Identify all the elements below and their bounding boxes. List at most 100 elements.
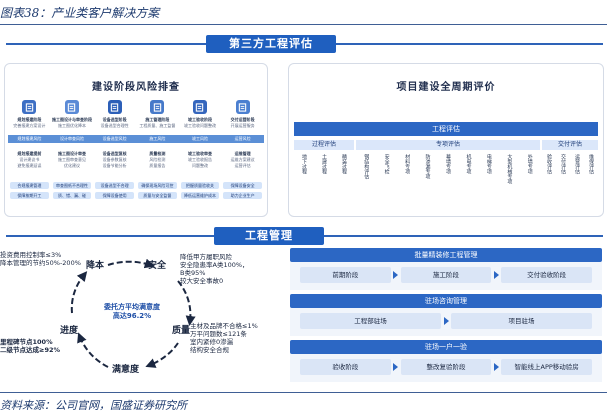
eval-item: 土建过程 — [321, 154, 327, 174]
node-quality: 质量 — [172, 326, 191, 336]
stage-bottom-desc2: 优化建议 — [63, 163, 80, 168]
stage-pill: 保障设备安全 — [223, 182, 262, 189]
stage-icon — [107, 100, 122, 114]
stage-pill: 助力企业生产 — [223, 192, 262, 199]
stage-bottom-title: 竣工验收审查 — [187, 151, 212, 156]
eval-item: 钢结构评估 — [363, 154, 370, 179]
quality-metrics: 主材及品牌不合格≤1% 万平问题数≤121条 室内紧修0渗漏 结构安全合规 — [190, 322, 258, 354]
stage-icon — [150, 100, 165, 114]
eval-item: 精装过程 — [341, 154, 347, 174]
management-stage: 施工阶段 — [400, 267, 492, 283]
safety-line: 较大安全事故0 — [180, 277, 224, 285]
eval-item: 运营评估 — [574, 154, 580, 174]
node-progress: 进度 — [60, 326, 79, 336]
stage-pill: 把握质量验收关 — [180, 182, 220, 189]
stage-band-label: 施工风险 — [149, 136, 166, 141]
stage-title: 设备选型阶段 — [102, 117, 127, 122]
stage-column: 设备选型阶段设备选型合理性设备选型风险设备选型复核设备参数复核设备节能分析设备选… — [93, 100, 136, 212]
safety-line: 降低甲方履职风险 — [180, 253, 232, 261]
stage-risk-band — [8, 135, 264, 143]
eval-item: 防渗漏专项 — [424, 154, 431, 179]
management-group-title: 驻场一户一验 — [290, 340, 602, 354]
chevron-right-icon — [493, 363, 499, 371]
management-stage: 项目驻场 — [451, 313, 592, 329]
stage-title: 施工图设计与审查阶段 — [51, 117, 92, 122]
management-group: 批量精装修工程管理前期阶段施工阶段交付验收阶段 — [290, 248, 602, 290]
eval-item: 大型机械专项 — [506, 154, 513, 184]
management-stage: 工程部驻场 — [300, 313, 441, 329]
management-group-title: 驻场咨询管理 — [290, 294, 602, 308]
risk-check-title: 建设阶段风险排查 — [92, 82, 180, 93]
source-note: 资料来源：公司官网，国盛证券研究所 — [0, 399, 187, 412]
chevron-right-icon — [493, 271, 499, 279]
stage-bottom-title: 质量检测 — [149, 151, 166, 156]
stage-bottom-desc2: 问题整改 — [191, 163, 208, 168]
stage-title: 交付运营阶段 — [230, 117, 255, 122]
progress-line: 里程碑节点100% — [0, 338, 53, 346]
eval-group-name: 专项评估 — [356, 140, 540, 150]
management-groups: 批量精装修工程管理前期阶段施工阶段交付验收阶段驻场咨询管理工程部驻场项目驻场驻场… — [290, 248, 602, 388]
stage-icon — [22, 100, 37, 114]
stage-pill: 保障设备使用 — [95, 192, 134, 199]
cycle-center: 委托方平均满意度 高达96.2% — [92, 303, 172, 321]
eval-item: 验收评估 — [546, 154, 552, 174]
stage-pill: 确保现场风险可控 — [138, 182, 177, 189]
stage-icon — [64, 100, 79, 114]
stage-band-label: 规划报建风险 — [17, 136, 42, 141]
safety-metrics: 降低甲方履职风险 安全隐患率A类100%， B类95% 较大安全事故0 — [180, 253, 249, 285]
stage-title: 施工管理阶段 — [145, 117, 170, 122]
stage-columns: 规划报建阶段完善报建方案设计规划报建风险规划报建提前设计建议书避免报建延误合规报… — [8, 100, 264, 212]
stage-pill: 合规报建管理 — [10, 182, 49, 189]
stage-column: 竣工验收阶段竣工验收问题整改竣工风险竣工验收审查竣工验收报告问题整改把握质量验收… — [179, 100, 222, 212]
top-section-bar: 第三方工程评估 — [6, 35, 603, 53]
eval-group-name: 交付评估 — [542, 140, 598, 150]
eval-item: 材料专项 — [404, 154, 411, 174]
eval-group: 过程评估地下过程土建过程精装过程 — [294, 140, 354, 214]
stage-band-label: 运营风险 — [234, 136, 251, 141]
management-stage: 整改复验阶段 — [400, 359, 492, 375]
stage-bottom-desc2: 质量报告 — [149, 163, 166, 168]
stage-bottom-desc: 风险检测 — [149, 157, 166, 162]
center-value: 高达96.2% — [112, 312, 152, 320]
stage-icon — [235, 100, 250, 114]
node-cost: 降本 — [86, 261, 105, 271]
node-safety: 安全 — [148, 261, 167, 271]
quality-line: 万平问题数≤121条 — [190, 330, 247, 338]
chevron-right-icon — [393, 271, 399, 279]
stage-bottom-desc: 设计建议书 — [19, 157, 40, 162]
center-title: 委托方平均满意度 — [104, 303, 160, 311]
stage-bottom-desc2: 运营评估 — [234, 163, 251, 168]
stage-desc: 开展运营服务 — [230, 123, 255, 128]
stage-bottom-desc: 竣工验收报告 — [187, 157, 212, 162]
bottom-section-title: 工程管理 — [214, 227, 324, 245]
stage-column: 施工图设计与审查阶段施工图优化降本设计审查风险施工图设计审查施工图审查意见优化建… — [51, 100, 94, 212]
stage-desc: 完善报建方案设计 — [13, 123, 46, 128]
stage-pill: 审查图纸不合理性 — [52, 182, 92, 189]
stage-band-label: 设备选型风险 — [102, 136, 127, 141]
eval-group: 专项评估钢结构评估安全飞检材料专项防渗漏专项幕墙专项机电专项电梯专项大型机械专项… — [356, 140, 540, 214]
eval-item: 机电专项 — [465, 154, 472, 174]
top-section-title: 第三方工程评估 — [206, 35, 336, 53]
management-stage: 智能线上APP移动验房 — [501, 359, 592, 375]
stage-desc: 设备选型合理性 — [100, 123, 129, 128]
management-stage: 验收阶段 — [300, 359, 391, 375]
eval-group: 交付评估验收评估交付评估运营评估维保评估 — [542, 140, 598, 214]
stage-column: 施工管理阶段工程质量、施工监督施工风险质量检测风险检测质量报告确保现场风险可控质… — [136, 100, 179, 212]
eval-item: 外墙专项 — [526, 154, 533, 174]
stage-bottom-desc: 施工图审查意见 — [57, 157, 86, 162]
progress-line: 二级节点达成≥92% — [0, 346, 61, 354]
safety-line: B类95% — [180, 269, 206, 277]
full-cycle-title: 项目建设全周期评价 — [396, 82, 496, 93]
arrow-progress-cost — [70, 271, 88, 314]
quality-line: 主材及品牌不合格≤1% — [190, 322, 258, 330]
chevron-right-icon — [443, 317, 449, 325]
stage-title: 规划报建阶段 — [17, 117, 42, 122]
caption-divider — [0, 24, 607, 25]
cycle-diagram — [70, 258, 196, 368]
management-stage: 前期阶段 — [300, 267, 391, 283]
eval-item: 维保评估 — [588, 154, 594, 174]
cost-metrics: 投资费用控制率≤3% 降本管理的节约50%-200% — [0, 251, 81, 267]
eval-item: 幕墙专项 — [445, 154, 451, 174]
stage-pill: 保障按期开工 — [10, 192, 49, 199]
stage-pill: 质、错、漏、碰 — [52, 192, 92, 199]
